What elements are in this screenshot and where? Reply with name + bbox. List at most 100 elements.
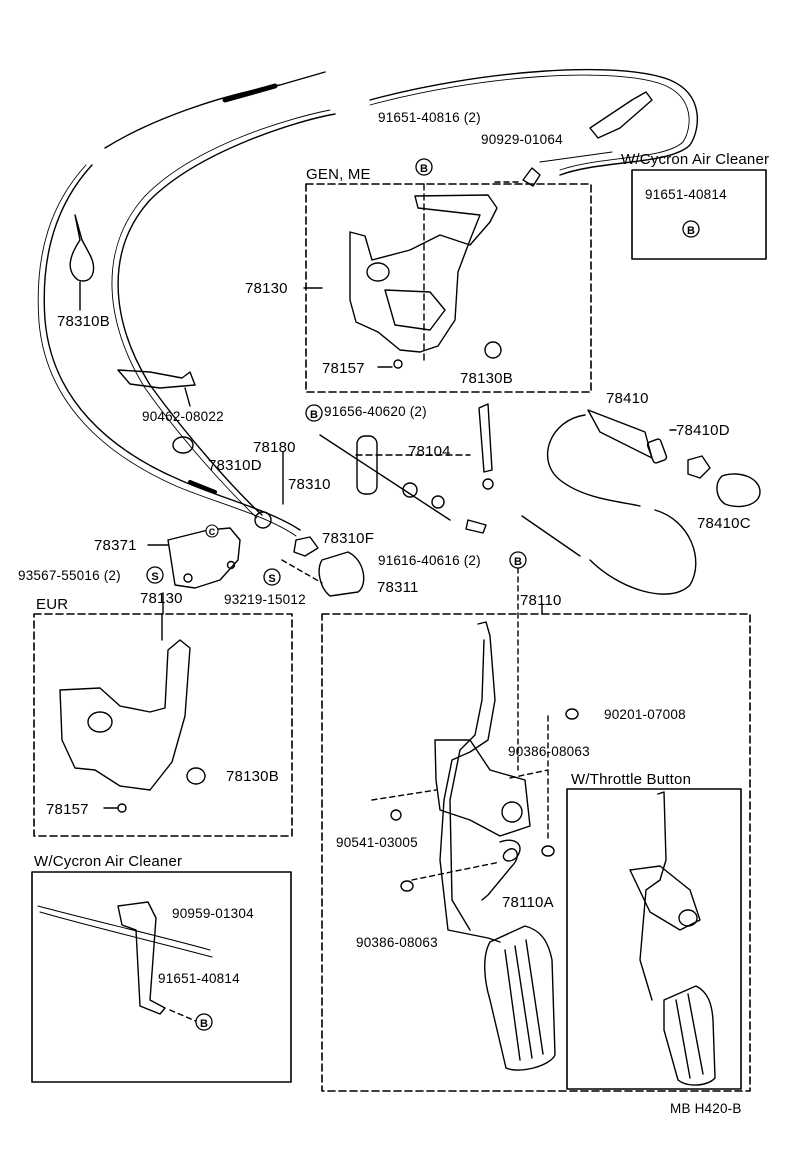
part-78130B-top bbox=[484, 341, 502, 359]
svg-text:B: B bbox=[514, 556, 522, 568]
part-90462-08022 bbox=[117, 369, 196, 389]
callout-91651-40816: 91651-40816 (2) bbox=[378, 110, 481, 125]
cycron-cable-bottom bbox=[37, 905, 211, 951]
callout-78310: 78310 bbox=[288, 476, 331, 493]
marker-b-1: B bbox=[415, 158, 433, 176]
cable-upper bbox=[369, 68, 699, 176]
part-78110-pad bbox=[484, 925, 556, 1071]
box-title-eur: EUR bbox=[36, 596, 69, 613]
part-78104-plate bbox=[356, 435, 378, 495]
cable-upper-inner bbox=[369, 74, 690, 171]
part-78310B bbox=[69, 214, 95, 282]
box-78110 bbox=[321, 613, 751, 1092]
callout-90929-01064: 90929-01064 bbox=[481, 132, 563, 147]
callout-78371: 78371 bbox=[94, 537, 137, 554]
box-eur bbox=[33, 613, 293, 837]
callout-90386-08063-b: 90386-08063 bbox=[356, 935, 438, 950]
marker-s-2: S bbox=[263, 568, 281, 586]
callout-78110: 78110 bbox=[520, 592, 562, 609]
box-title-cycron-bottom: W/Cycron Air Cleaner bbox=[34, 853, 183, 870]
part-78310D bbox=[172, 436, 194, 454]
part-78130-eur bbox=[59, 639, 191, 791]
callout-78310F: 78310F bbox=[322, 530, 375, 547]
part-78110A bbox=[481, 839, 521, 901]
callout-90201-07008: 90201-07008 bbox=[604, 707, 686, 722]
marker-b-2: B bbox=[682, 220, 700, 238]
diagram-code: MB H420-B bbox=[670, 1101, 742, 1116]
svg-text:B: B bbox=[420, 163, 428, 175]
part-78311 bbox=[318, 551, 365, 597]
svg-text:B: B bbox=[310, 409, 318, 421]
callout-93567-55016: 93567-55016 (2) bbox=[18, 568, 121, 583]
part-78410D bbox=[687, 455, 711, 479]
part-78104 bbox=[478, 403, 493, 473]
callout-91651-40814-top: 91651-40814 bbox=[645, 187, 727, 202]
marker-c-1: C bbox=[205, 524, 219, 538]
part-90541-03005 bbox=[390, 809, 402, 821]
callout-91616-40616: 91616-40616 (2) bbox=[378, 553, 481, 568]
callout-78130B-top: 78130B bbox=[460, 370, 513, 387]
cable-78410 bbox=[546, 414, 641, 507]
callout-78157-top: 78157 bbox=[322, 360, 365, 377]
callout-78311: 78311 bbox=[377, 579, 419, 596]
callout-90462-08022: 90462-08022 bbox=[142, 409, 224, 424]
box-cycron-bottom bbox=[31, 871, 292, 1083]
part-78130-gen bbox=[349, 194, 498, 353]
part-78130B-eur bbox=[186, 767, 206, 785]
cable-78180-inner bbox=[111, 109, 331, 519]
callout-78130B-eur: 78130B bbox=[226, 768, 279, 785]
part-90386-08063-a bbox=[541, 845, 555, 857]
callout-78410C: 78410C bbox=[697, 515, 751, 532]
callout-78157-eur: 78157 bbox=[46, 801, 89, 818]
part-throttle-pedal-pad bbox=[663, 985, 716, 1086]
cable-top-left bbox=[104, 71, 326, 149]
callout-78410D: 78410D bbox=[676, 422, 730, 439]
svg-text:S: S bbox=[151, 571, 158, 583]
callout-91656-40620: 91656-40620 (2) bbox=[324, 404, 427, 419]
callout-93219-15012: 93219-15012 bbox=[224, 592, 306, 607]
part-78157-eur bbox=[117, 803, 127, 813]
box-title-throttle-button: W/Throttle Button bbox=[571, 771, 692, 788]
marker-s-1: S bbox=[146, 566, 164, 584]
callout-91651-40814-bottom: 91651-40814 bbox=[158, 971, 240, 986]
part-90386-08063-b bbox=[400, 880, 414, 892]
svg-text:B: B bbox=[200, 1018, 208, 1030]
part-78110 bbox=[439, 621, 501, 943]
marker-b-5: B bbox=[195, 1013, 213, 1031]
cable-outer-left bbox=[43, 164, 301, 531]
part-throttle-pedal bbox=[639, 791, 667, 1001]
box-title-gen-me: GEN, ME bbox=[306, 166, 371, 183]
callout-90541-03005: 90541-03005 bbox=[336, 835, 418, 850]
marker-b-3: B bbox=[305, 404, 323, 422]
marker-b-4: B bbox=[509, 551, 527, 569]
callout-78104: 78104 bbox=[408, 443, 451, 460]
callout-78410: 78410 bbox=[606, 390, 649, 407]
cable-78410-rod bbox=[521, 515, 581, 557]
callout-78310D: 78310D bbox=[208, 457, 262, 474]
cable-top-sleeve bbox=[222, 83, 278, 103]
part-78371 bbox=[167, 527, 241, 589]
callout-78310B: 78310B bbox=[57, 313, 110, 330]
callout-78180: 78180 bbox=[253, 439, 296, 456]
cable-outer-left-inner bbox=[37, 164, 297, 537]
svg-text:B: B bbox=[687, 225, 695, 237]
svg-text:C: C bbox=[209, 527, 216, 537]
part-78157-top bbox=[393, 359, 403, 369]
box-title-cycron-top: W/Cycron Air Cleaner bbox=[621, 151, 770, 168]
part-78410 bbox=[587, 409, 653, 459]
part-90959-01304 bbox=[117, 901, 166, 1015]
callout-90386-08063-a: 90386-08063 bbox=[508, 744, 590, 759]
callout-78130-eur: 78130 bbox=[140, 590, 183, 607]
cable-78410-lower bbox=[589, 509, 697, 595]
box-cycron-top bbox=[631, 169, 767, 260]
callout-90959-01304: 90959-01304 bbox=[172, 906, 254, 921]
callout-78130-top: 78130 bbox=[245, 280, 288, 297]
callout-78110A: 78110A bbox=[502, 894, 554, 911]
svg-text:S: S bbox=[268, 573, 275, 585]
part-90201-07008 bbox=[565, 708, 579, 720]
part-90929-clip bbox=[589, 91, 653, 139]
cable-78104-run bbox=[319, 434, 451, 521]
part-78310F bbox=[293, 536, 319, 557]
part-78410C bbox=[716, 473, 761, 508]
